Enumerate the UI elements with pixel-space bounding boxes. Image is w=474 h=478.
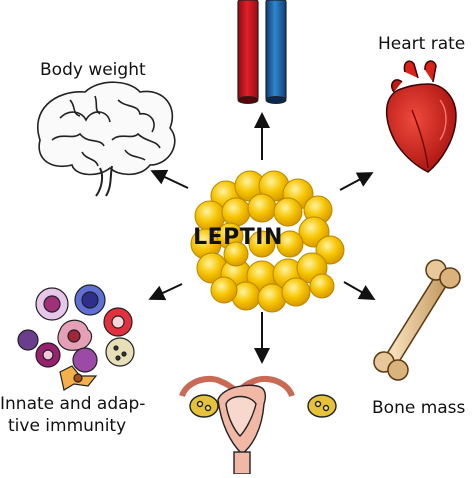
fat-cell bbox=[281, 277, 311, 307]
fat-cell bbox=[221, 197, 251, 227]
fat-cell bbox=[210, 276, 238, 304]
fat-cell bbox=[276, 230, 304, 258]
arrow-to-heart bbox=[339, 172, 374, 191]
label-immunity-2: tive immunity bbox=[8, 416, 127, 436]
arrow-to-brain bbox=[150, 169, 189, 189]
blood-vessel-icon bbox=[237, 0, 287, 104]
fat-cell bbox=[223, 241, 249, 267]
immune-cells-icon bbox=[17, 284, 135, 391]
fat-cell bbox=[257, 283, 287, 313]
leptin-label: LEPTIN bbox=[193, 225, 283, 250]
label-body-weight: Body weight bbox=[40, 60, 146, 80]
fat-cell bbox=[247, 193, 277, 223]
fat-cell bbox=[273, 197, 303, 227]
label-heart-rate: Heart rate bbox=[378, 34, 466, 54]
arrow-to-immunity bbox=[148, 283, 183, 301]
uterus-icon bbox=[179, 375, 337, 475]
label-immunity-1: Innate and adap- bbox=[0, 394, 146, 414]
bone-icon bbox=[373, 259, 461, 381]
arrow-to-bone bbox=[343, 281, 376, 300]
fat-cell bbox=[315, 235, 345, 265]
fat-cell bbox=[248, 230, 276, 258]
heart-icon bbox=[385, 60, 457, 173]
adipose-cluster-icon bbox=[190, 170, 345, 313]
label-bone-mass: Bone mass bbox=[372, 398, 466, 418]
fat-cell bbox=[309, 273, 335, 299]
arrows bbox=[148, 112, 376, 364]
brain-icon bbox=[37, 81, 176, 197]
